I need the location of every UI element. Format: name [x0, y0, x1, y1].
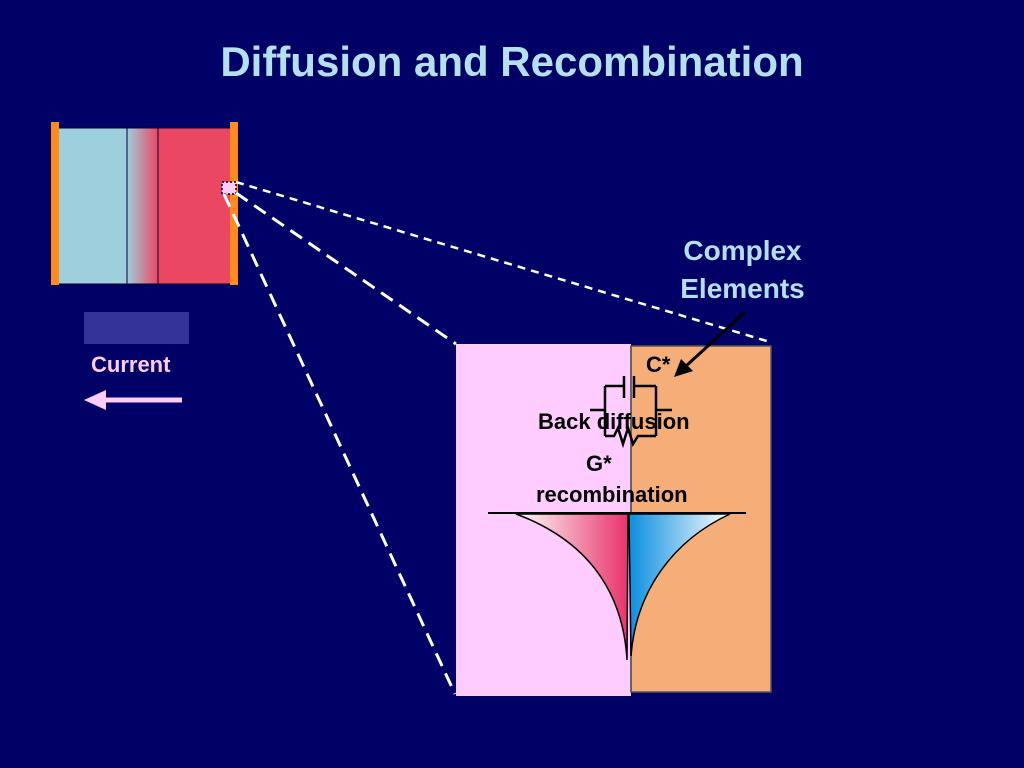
- conductance-label: G*: [586, 451, 612, 476]
- complex-elements-label: Complex Elements: [660, 232, 825, 308]
- resistor-icon: [605, 423, 656, 449]
- blue-profile: [628, 513, 731, 657]
- recombination-label: recombination: [536, 482, 688, 507]
- complex-elements-line1: Complex: [683, 235, 802, 266]
- zoom-lines: [222, 180, 771, 695]
- junction-region: [126, 127, 159, 285]
- current-arrow-icon: [84, 390, 182, 410]
- left-contact: [51, 122, 59, 285]
- current-label: Current: [91, 352, 171, 377]
- right-contact: [230, 122, 238, 285]
- n-region: [56, 127, 128, 285]
- zoom-panel: [456, 344, 772, 696]
- complex-elements-line2: Elements: [680, 273, 805, 304]
- back-diffusion-label: Back diffusion: [538, 409, 690, 434]
- capacitor-icon: [590, 376, 672, 436]
- capacitance-label: C*: [646, 352, 671, 377]
- pink-profile: [515, 513, 629, 661]
- p-region: [157, 127, 233, 285]
- current-bar: [84, 312, 189, 344]
- zoom-source-box: [221, 181, 237, 195]
- slide-title: Diffusion and Recombination: [220, 38, 804, 85]
- complex-pointer-arrow-icon: [674, 310, 747, 377]
- device: [51, 122, 238, 285]
